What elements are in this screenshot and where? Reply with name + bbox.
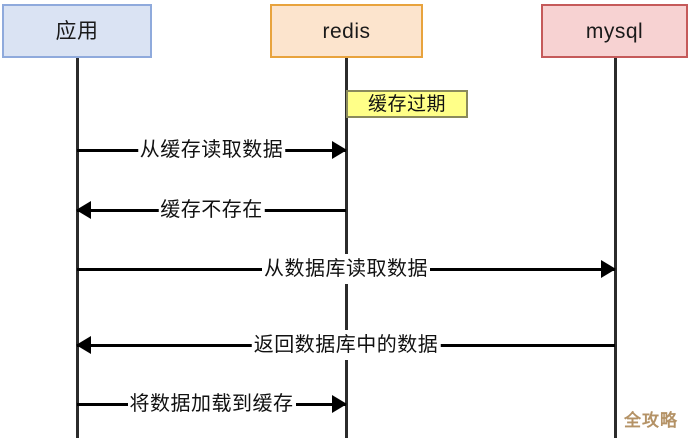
participant-box-redis[interactable]: redis [270,4,423,58]
arrowhead-right-icon [332,395,347,413]
message-read-from-db[interactable]: 从数据库读取数据 [77,254,616,284]
arrowhead-right-icon [601,260,616,278]
message-label: 从缓存读取数据 [137,135,286,165]
message-return-db-data[interactable]: 返回数据库中的数据 [76,330,615,360]
participant-label-mysql: mysql [585,19,644,43]
participant-box-mysql[interactable]: mysql [541,4,688,58]
participant-label-redis: redis [322,19,371,43]
lifeline-app [76,58,79,438]
message-label: 缓存不存在 [158,195,265,225]
message-label: 返回数据库中的数据 [251,330,441,360]
arrowhead-left-icon [76,201,91,219]
participant-box-app[interactable]: 应用 [2,4,152,58]
arrowhead-left-icon [76,336,91,354]
message-load-into-cache[interactable]: 将数据加载到缓存 [77,389,347,419]
arrowhead-right-icon [332,141,347,159]
note-cache-expired: 缓存过期 [346,90,468,118]
note-label-cache-expired: 缓存过期 [367,93,446,115]
watermark: 全攻略 [624,411,678,430]
lifeline-redis [345,58,348,438]
message-label: 将数据加载到缓存 [127,389,296,419]
message-cache-miss[interactable]: 缓存不存在 [76,195,346,225]
message-read-from-cache[interactable]: 从缓存读取数据 [77,135,347,165]
lifeline-mysql [614,58,617,438]
message-label: 从数据库读取数据 [262,254,430,284]
participant-label-app: 应用 [55,19,99,43]
